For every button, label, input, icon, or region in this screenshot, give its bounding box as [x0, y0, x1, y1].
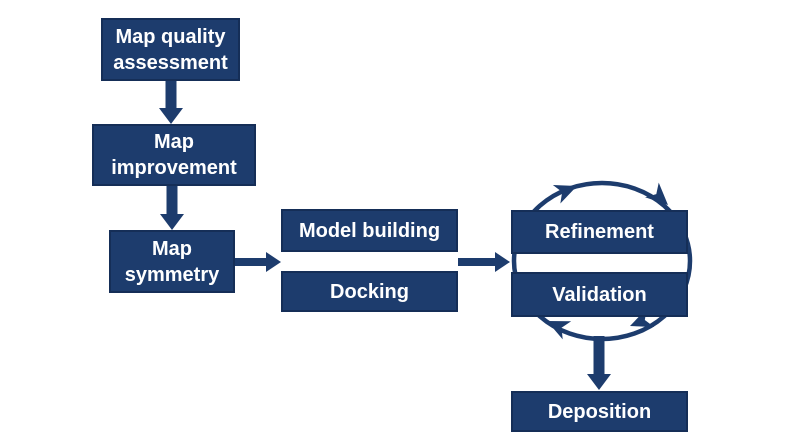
box-label: Map improvement	[111, 131, 237, 179]
cycle-arrowhead-top-right-icon	[645, 182, 668, 205]
box-label: Validation	[552, 283, 647, 306]
box-docking: Docking	[281, 271, 458, 312]
arrow-down-assessment-to-improvement-icon	[159, 81, 183, 124]
cycle-arrowhead-bottom-right-icon	[630, 308, 655, 328]
box-refinement: Refinement	[511, 210, 688, 254]
box-map-improvement: Map improvement	[92, 124, 256, 186]
cycle-arrowhead-bottom-left-icon	[547, 321, 572, 340]
box-map-symmetry: Map symmetry	[109, 230, 235, 293]
box-label: Map symmetry	[124, 237, 220, 286]
cycle-arrowhead-top-left-icon	[552, 184, 577, 204]
arrow-down-improvement-to-symmetry-icon	[160, 186, 184, 230]
box-deposition: Deposition	[511, 391, 688, 432]
box-label: Deposition	[547, 400, 652, 423]
box-label: Docking	[330, 280, 409, 303]
box-label: Map quality assessment	[113, 25, 228, 74]
box-model-building: Model building	[281, 209, 458, 252]
arrow-right-docking-to-refinement-icon	[458, 252, 510, 272]
arrow-right-symmetry-to-modelbuilding-icon	[235, 252, 281, 272]
box-label: Model building	[298, 219, 441, 242]
arrow-down-validation-to-deposition-icon	[587, 336, 611, 390]
box-map-quality-assessment: Map quality assessment	[101, 18, 240, 81]
box-label: Refinement	[545, 221, 654, 243]
box-validation: Validation	[511, 272, 688, 317]
